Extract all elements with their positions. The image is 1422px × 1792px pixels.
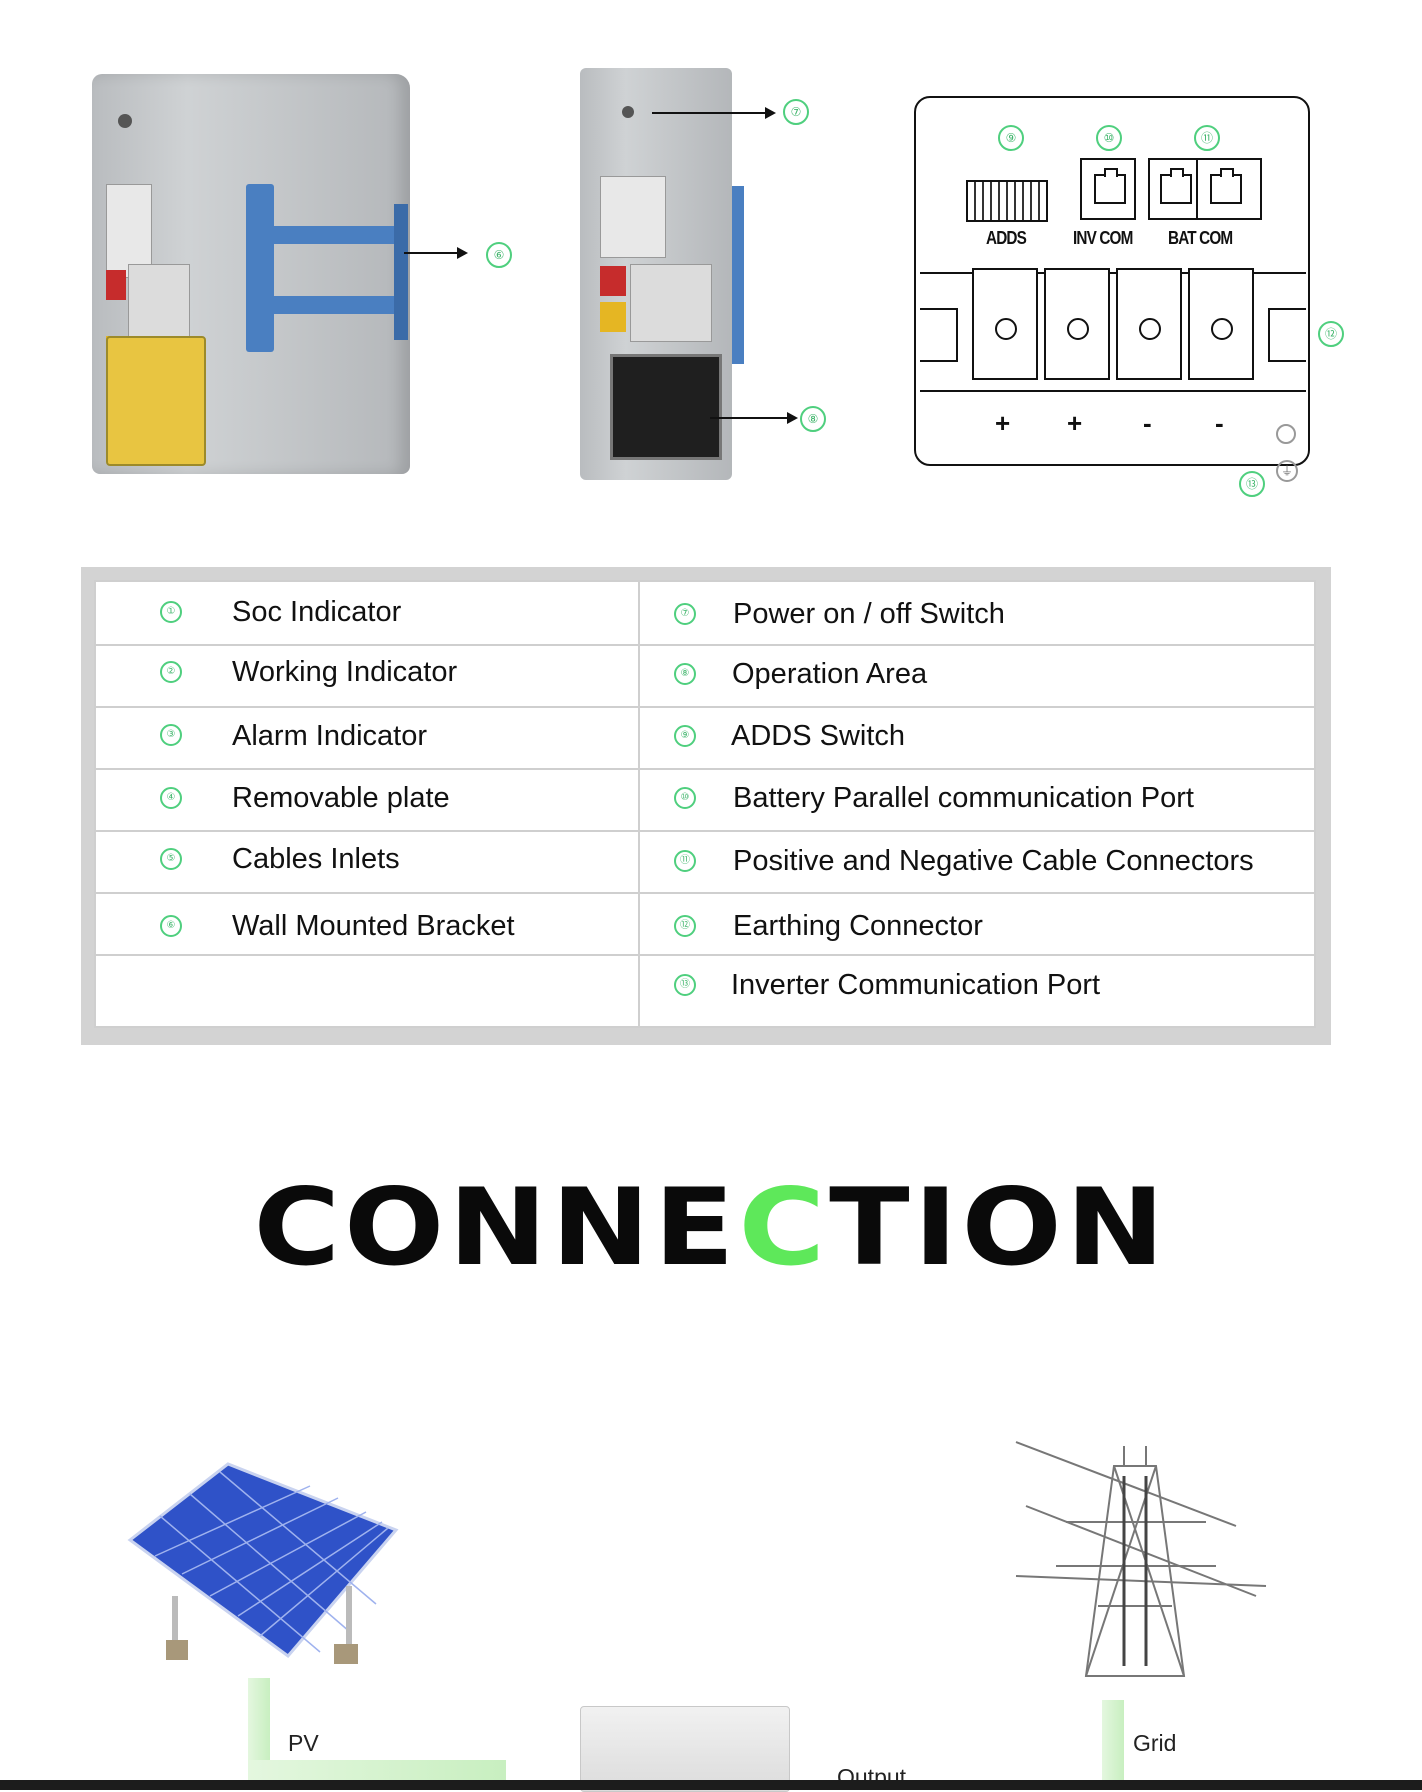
legend-label: ADDS Switch bbox=[731, 720, 906, 752]
warning-label-red bbox=[600, 266, 626, 296]
power-switch bbox=[622, 106, 634, 118]
callout-arrow-6 bbox=[404, 247, 468, 259]
legend-number: ⑬ bbox=[674, 974, 696, 996]
legend-number: ⑫ bbox=[674, 915, 696, 937]
bat-com-port-2 bbox=[1196, 158, 1262, 220]
inverter-box bbox=[580, 1706, 790, 1792]
legend-number: ⑥ bbox=[160, 915, 182, 937]
legend-number: ① bbox=[160, 601, 182, 623]
legend-label: Power on / off Switch bbox=[733, 598, 1005, 630]
terminal-sign-2: + bbox=[1067, 408, 1083, 438]
solar-panel-image bbox=[127, 1462, 399, 1664]
terminal-sign-1: + bbox=[995, 408, 1011, 438]
callout-7: ⑦ bbox=[783, 99, 809, 125]
terminal-2 bbox=[1044, 268, 1110, 380]
legend-label: Battery Parallel communication Port bbox=[733, 782, 1194, 814]
wall-bracket bbox=[246, 184, 274, 352]
pv-flow-arrow-horizontal bbox=[248, 1760, 506, 1780]
legend-number: ④ bbox=[160, 787, 182, 809]
callout-11: ⑪ bbox=[1194, 125, 1220, 151]
warning-label-yellow bbox=[600, 302, 626, 332]
callout-arrow-8 bbox=[710, 412, 798, 424]
transmission-tower-image bbox=[1015, 1441, 1267, 1677]
warning-label-red bbox=[106, 270, 126, 300]
warning-label-sticker bbox=[630, 264, 712, 342]
bat-com-port-1 bbox=[1148, 158, 1200, 220]
table-row bbox=[96, 582, 1314, 646]
table-row bbox=[96, 706, 1314, 770]
terminal-4 bbox=[1188, 268, 1254, 380]
connection-title-part2: TION bbox=[829, 1164, 1169, 1290]
battery-side-view bbox=[580, 68, 732, 480]
callout-9: ⑨ bbox=[998, 125, 1024, 151]
terminal-sign-3: - bbox=[1143, 408, 1152, 438]
terminal-1 bbox=[972, 268, 1038, 380]
wall-bracket-rail-bottom bbox=[270, 296, 400, 314]
terminal-3 bbox=[1116, 268, 1182, 380]
legend-label: Wall Mounted Bracket bbox=[232, 910, 515, 942]
spec-label-sticker bbox=[600, 176, 666, 258]
connection-title-accent: C bbox=[738, 1164, 830, 1290]
grid-label: Grid bbox=[1133, 1730, 1177, 1756]
adds-label: ADDS bbox=[986, 228, 1027, 248]
warning-label-sticker bbox=[128, 264, 190, 346]
table-row bbox=[96, 768, 1314, 832]
callout-8: ⑧ bbox=[800, 406, 826, 432]
table-row bbox=[96, 892, 1314, 956]
callout-6: ⑥ bbox=[486, 242, 512, 268]
inv-com-label: INV COM bbox=[1073, 228, 1133, 248]
legend-label: Inverter Communication Port bbox=[731, 969, 1101, 1001]
inv-com-port bbox=[1080, 158, 1136, 220]
power-button bbox=[118, 114, 132, 128]
bat-com-label: BAT COM bbox=[1168, 228, 1233, 248]
callout-10: ⑩ bbox=[1096, 125, 1122, 151]
legend-label: Removable plate bbox=[232, 782, 450, 814]
bracket-edge bbox=[732, 186, 744, 364]
callout-arrow-7 bbox=[652, 107, 776, 119]
adds-dip-switch bbox=[966, 180, 1048, 222]
earthing-screw bbox=[1276, 424, 1296, 444]
legend-label: Alarm Indicator bbox=[232, 720, 428, 752]
earth-icon: ⏚ bbox=[1276, 460, 1298, 482]
operation-area bbox=[610, 354, 722, 460]
terminal-bar-right-notch bbox=[1268, 308, 1306, 362]
bottom-edge-bar bbox=[0, 1780, 1422, 1790]
removable-plate bbox=[106, 336, 206, 466]
legend-table: ① Soc Indicator ② Working Indicator ③ Al… bbox=[81, 567, 1331, 1045]
wall-bracket-rail-top bbox=[270, 226, 400, 244]
callout-12: ⑫ bbox=[1318, 321, 1344, 347]
legend-number: ② bbox=[160, 661, 182, 683]
legend-number: ⑤ bbox=[160, 848, 182, 870]
legend-number: ⑧ bbox=[674, 663, 696, 685]
pv-label: PV bbox=[288, 1730, 319, 1756]
table-divider bbox=[638, 582, 640, 1028]
table-row bbox=[96, 644, 1314, 708]
pv-flow-arrow bbox=[248, 1678, 270, 1778]
legend-label: Operation Area bbox=[732, 658, 928, 690]
connection-title: CONNECTION bbox=[0, 1165, 1422, 1289]
legend-number: ③ bbox=[160, 724, 182, 746]
legend-number: ⑩ bbox=[674, 787, 696, 809]
spec-label-sticker bbox=[106, 184, 152, 278]
legend-number: ⑦ bbox=[674, 603, 696, 625]
legend-label: Working Indicator bbox=[232, 656, 458, 688]
connection-panel-schematic bbox=[914, 96, 1310, 466]
callout-13: ⑬ bbox=[1239, 471, 1265, 497]
legend-number: ⑪ bbox=[674, 850, 696, 872]
terminal-bar-left-notch bbox=[920, 308, 958, 362]
grid-flow-arrow bbox=[1102, 1700, 1124, 1790]
battery-angled-view bbox=[92, 74, 410, 474]
legend-label: Positive and Negative Cable Connectors bbox=[733, 845, 1254, 877]
wall-bracket-right bbox=[394, 204, 408, 340]
table-row bbox=[96, 830, 1314, 894]
legend-label: Soc Indicator bbox=[232, 596, 402, 628]
connection-title-part1: CONNE bbox=[253, 1164, 739, 1290]
legend-label: Cables Inlets bbox=[232, 843, 400, 875]
terminal-sign-4: - bbox=[1215, 408, 1224, 438]
legend-number: ⑨ bbox=[674, 725, 696, 747]
legend-table-inner: ① Soc Indicator ② Working Indicator ③ Al… bbox=[94, 580, 1316, 1028]
terminal-bar bbox=[920, 272, 1306, 392]
legend-label: Earthing Connector bbox=[733, 910, 983, 942]
